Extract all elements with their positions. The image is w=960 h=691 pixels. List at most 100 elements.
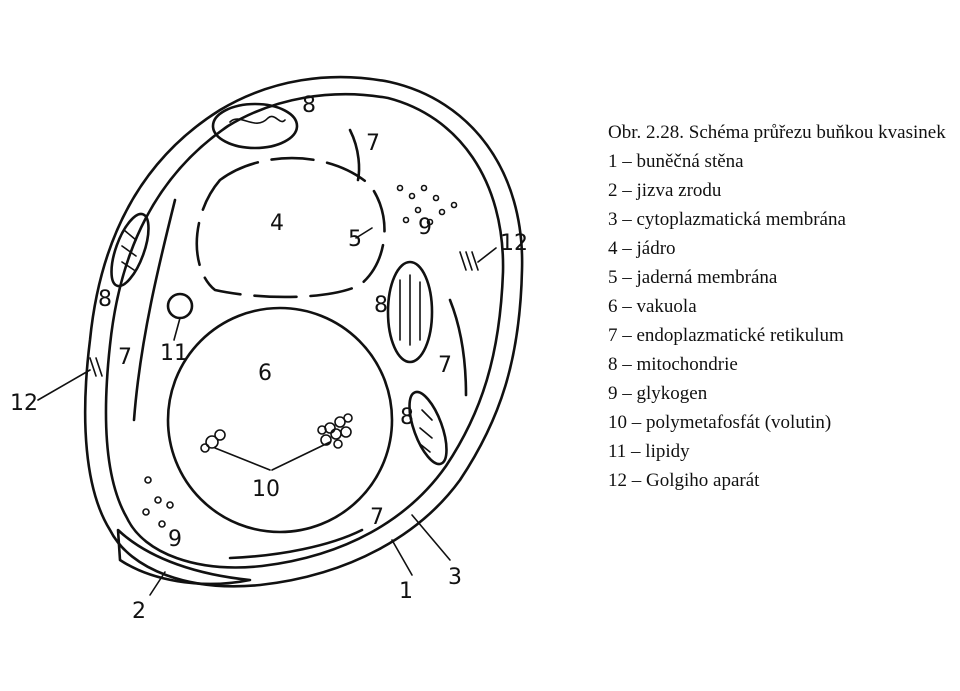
er-right — [448, 298, 468, 397]
legend-number: 12 — [608, 470, 627, 491]
label-3: 3 — [448, 565, 462, 590]
legend-item-6: 6 – vakuola — [608, 292, 953, 321]
label-8a: 8 — [302, 93, 316, 118]
legend-separator: – — [617, 267, 637, 288]
legend-text: glykogen — [636, 383, 708, 404]
legend-item-5: 5 – jaderná membrána — [608, 263, 953, 292]
label-10: 10 — [252, 477, 280, 502]
er-top — [348, 128, 361, 182]
legend-separator: – — [627, 412, 646, 433]
glycogen-granules — [142, 184, 458, 528]
lipid-droplet — [166, 292, 194, 320]
pointer-3 — [411, 514, 451, 561]
legend-number: 5 — [608, 267, 618, 288]
legend-item-8: 8 – mitochondrie — [608, 350, 953, 379]
legend-separator: – — [617, 325, 637, 346]
legend-number: 11 — [608, 441, 627, 462]
golgi-right — [459, 251, 479, 271]
pointer-1 — [391, 539, 413, 576]
bud-scar — [116, 528, 252, 586]
legend-item-3: 3 – cytoplazmatická membrána — [608, 205, 953, 234]
figure-title: Schéma průřezu buňkou kvasinek — [688, 122, 946, 143]
vacuole — [166, 306, 394, 534]
legend-separator: – — [627, 470, 646, 491]
yeast-cell-diagram: 1 2 3 4 5 6 7 7 7 7 8 8 8 8 9 9 10 11 12… — [10, 75, 528, 624]
legend-separator: – — [617, 383, 637, 404]
legend-item-2: 2 – jizva zrodu — [608, 176, 953, 205]
label-6: 6 — [258, 361, 272, 386]
legend-text: cytoplazmatická membrána — [636, 209, 846, 230]
label-7d: 7 — [370, 505, 384, 530]
legend-number: 1 — [608, 151, 618, 172]
legend-item-10: 10 – polymetafosfát (volutin) — [608, 408, 953, 437]
legend-text: endoplazmatické retikulum — [636, 325, 844, 346]
legend-item-9: 9 – glykogen — [608, 379, 953, 408]
label-7a: 7 — [366, 131, 380, 156]
label-8d: 8 — [400, 405, 414, 430]
legend-number: 8 — [608, 354, 618, 375]
er-bottom — [228, 528, 364, 560]
cristae-top — [229, 115, 286, 124]
legend-separator: – — [617, 238, 637, 259]
legend-number: 2 — [608, 180, 618, 201]
label-4: 4 — [270, 211, 284, 236]
legend-item-11: 11 – lipidy — [608, 437, 953, 466]
legend-text: lipidy — [645, 441, 690, 462]
legend-item-4: 4 – jádro — [608, 234, 953, 263]
label-7b: 7 — [118, 345, 132, 370]
pointer-12a — [477, 247, 497, 263]
mitochondrion-left — [110, 212, 150, 288]
cristae-right — [399, 274, 421, 346]
golgi-left — [89, 357, 103, 377]
figure-legend: Obr. 2.28. Schéma průřezu buňkou kvasine… — [608, 118, 953, 495]
label-9b: 9 — [168, 527, 182, 552]
pointer-10a — [214, 447, 271, 471]
legend-text: jádro — [636, 238, 676, 259]
legend-separator: – — [617, 209, 637, 230]
pointer-10b — [271, 441, 331, 471]
legend-item-1: 1 – buněčná stěna — [608, 147, 953, 176]
legend-item-7: 7 – endoplazmatické retikulum — [608, 321, 953, 350]
legend-separator: – — [617, 296, 637, 317]
legend-text: vakuola — [636, 296, 697, 317]
label-12a: 12 — [500, 231, 528, 256]
legend-text: buněčná stěna — [636, 151, 744, 172]
label-8c: 8 — [374, 293, 388, 318]
figure-number: Obr. 2.28. — [608, 122, 684, 143]
figure-caption: Obr. 2.28. Schéma průřezu buňkou kvasine… — [608, 118, 953, 147]
label-12b: 12 — [10, 391, 38, 416]
legend-number: 7 — [608, 325, 618, 346]
label-5: 5 — [348, 227, 362, 252]
pointer-11 — [173, 317, 181, 341]
legend-separator: – — [617, 151, 637, 172]
label-2: 2 — [132, 599, 146, 624]
pointer-12b — [37, 369, 91, 401]
volutin-granules — [200, 413, 353, 453]
mitochondrion-top — [211, 102, 299, 150]
legend-text: polymetafosfát (volutin) — [646, 412, 832, 433]
cristae-left — [121, 229, 137, 271]
legend-number: 9 — [608, 383, 618, 404]
cristae-lower — [419, 409, 433, 453]
label-11: 11 — [160, 341, 188, 366]
legend-separator: – — [626, 441, 646, 462]
cell-wall-outer — [83, 75, 524, 588]
cell-wall-inner — [104, 92, 505, 569]
pointer-2 — [149, 571, 166, 596]
legend-text: Golgiho aparát — [646, 470, 760, 491]
mitochondrion-lower — [408, 390, 448, 466]
legend-number: 4 — [608, 238, 618, 259]
legend-separator: – — [617, 180, 637, 201]
legend-number: 3 — [608, 209, 618, 230]
legend-text: jaderná membrána — [636, 267, 778, 288]
legend-text: jizva zrodu — [636, 180, 722, 201]
label-1: 1 — [399, 579, 413, 604]
pointer-5 — [355, 227, 373, 239]
legend-number: 10 — [608, 412, 627, 433]
mitochondrion-right — [386, 260, 434, 364]
legend-text: mitochondrie — [636, 354, 738, 375]
er-left — [132, 198, 177, 422]
legend-item-12: 12 – Golgiho aparát — [608, 466, 953, 495]
label-7c: 7 — [438, 353, 452, 378]
